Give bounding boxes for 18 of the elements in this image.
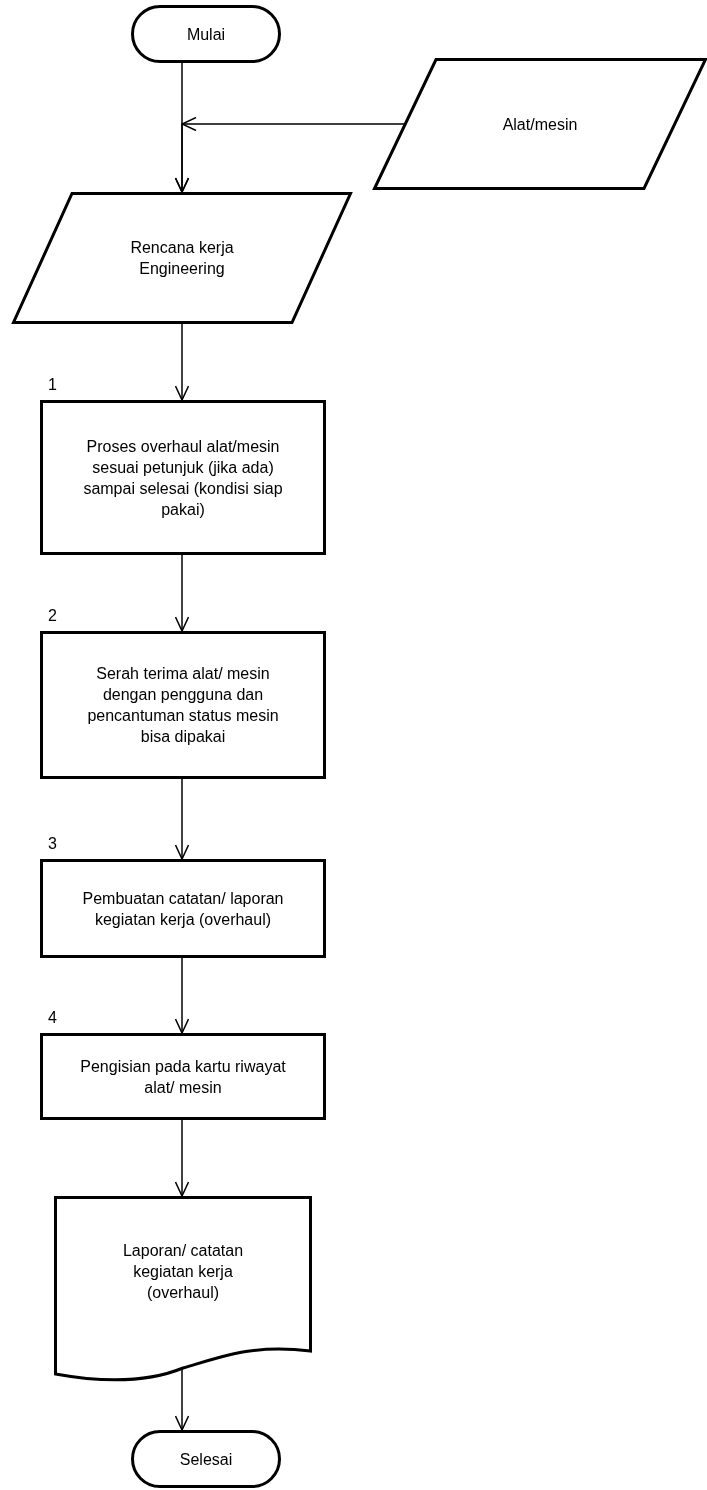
node-label: Laporan/ catatan kegiatan kerja (overhaul) xyxy=(121,1240,245,1303)
node-label: Pembuatan catatan/ laporan kegiatan kerja (overhaul) xyxy=(81,888,285,930)
step-number: 2 xyxy=(48,607,57,625)
arrow xyxy=(174,323,190,401)
node-label: Selesai xyxy=(179,1449,233,1470)
node-label: Proses overhaul alat/mesin sesuai petunjuk (jika ada) sampai selesai (kondisi siap pakai) xyxy=(82,436,284,520)
arrow xyxy=(174,1119,190,1197)
node-label: Pengisian pada kartu riwayat alat/ mesin xyxy=(79,1056,287,1098)
arrow xyxy=(174,957,190,1034)
node-label: Rencana kerja Engineering xyxy=(129,238,235,279)
node-label: Serah terima alat/ mesin dengan pengguna dan pencantuman status mesin bisa dipakai xyxy=(86,664,280,747)
step-number: 1 xyxy=(48,376,57,394)
step-number: 3 xyxy=(48,835,57,853)
node-label: Alat/mesin xyxy=(502,114,578,135)
node-label: Mulai xyxy=(186,24,226,45)
step-number: 4 xyxy=(48,1009,57,1027)
arrow xyxy=(174,554,190,632)
arrow xyxy=(174,778,190,860)
